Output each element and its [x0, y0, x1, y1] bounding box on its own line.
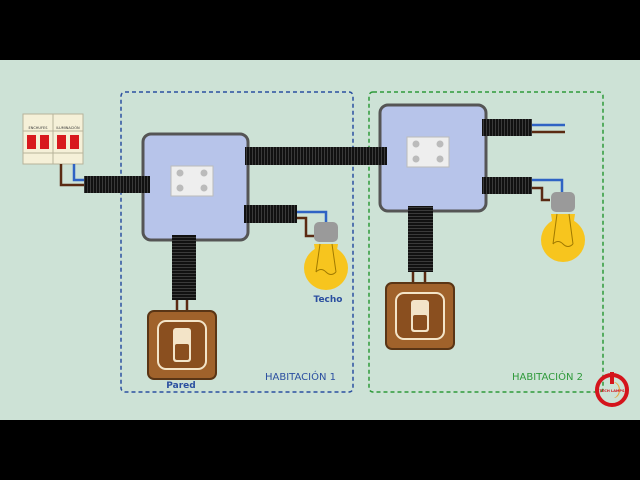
switch-room1-label: Pared [166, 381, 195, 391]
breaker-light-1 [57, 135, 66, 149]
breaker-socket-1 [27, 135, 36, 149]
junction-box-room1 [141, 132, 250, 242]
conduit-room1-to-room2 [245, 147, 387, 165]
terminal-block [406, 136, 450, 168]
junction-box-room2 [378, 103, 488, 213]
conduit-room1-switch [172, 235, 196, 300]
lamp-room2 [541, 192, 585, 262]
conduits [84, 119, 532, 300]
panel-label-sockets: ENCHUFES [29, 126, 49, 130]
breaker-light-2 [70, 135, 79, 149]
conduit-room2-out [482, 119, 532, 136]
breaker-socket-2 [40, 135, 49, 149]
room2-title: HABITACIÓN 2 [512, 370, 583, 383]
terminal-block [170, 165, 214, 197]
room1-title: HABITACIÓN 1 [265, 370, 336, 383]
conduit-room2-lamp [482, 177, 532, 194]
breaker-panel: ENCHUFES ILUMINACIÓN [22, 113, 84, 165]
lamp-room1-label: Techo [314, 295, 343, 305]
brand-logo: TECH LAMPS [595, 372, 629, 407]
conduit-panel-to-room1 [84, 176, 150, 193]
conduit-room2-switch [408, 206, 433, 272]
wall-switch-room2 [385, 282, 455, 350]
conduit-room1-lamp [244, 205, 297, 223]
logo-text: TECH LAMPS [599, 389, 624, 393]
room2-border [368, 91, 604, 393]
panel-label-lighting: ILUMINACIÓN [56, 125, 80, 130]
wall-switch-room1 [147, 310, 217, 380]
lamp-room1 [304, 222, 348, 290]
room1-border [120, 91, 354, 393]
